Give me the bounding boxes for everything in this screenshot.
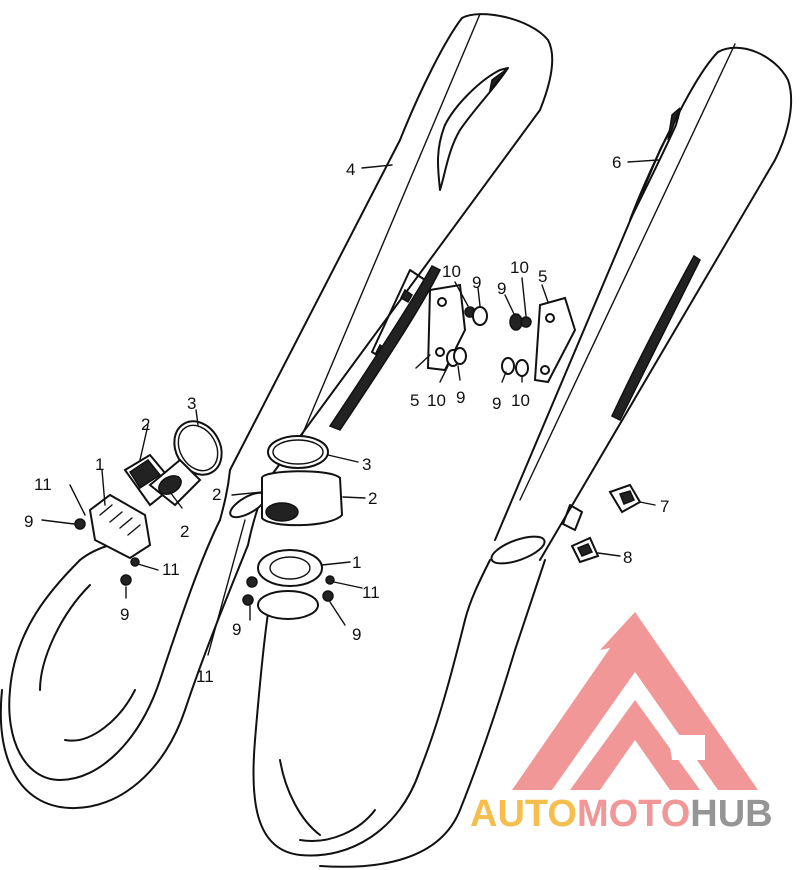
callout-9-right-left: 9 [232,620,241,639]
callout-11-left-top: 11 [34,475,52,494]
callout-labels: 4 6 3 2 2 1 11 9 11 9 11 2 3 2 1 11 9 9 … [24,153,669,686]
mounting-brackets [426,283,577,384]
nut-9-left-b [120,574,132,586]
callout-9-left: 9 [24,512,33,531]
exhaust-flange-right [257,549,323,587]
callout-9-top-left: 9 [472,273,481,292]
callout-10-bottom-left: 10 [427,391,446,410]
nut-9-right-c [322,590,334,602]
nut-9-b [509,313,523,331]
bracket-5-right [533,296,577,384]
washer-10-d [515,359,529,377]
callout-2-left-bottom: 2 [180,522,189,541]
callout-11-pipe: 11 [196,667,214,686]
callout-9-top-right: 9 [497,279,506,298]
callout-9-bottom-right: 9 [492,394,501,413]
callout-11-right: 11 [362,583,380,602]
leader-lines [41,159,659,656]
callout-8: 8 [623,548,632,567]
logo-auto: AUTO [470,793,577,835]
washer-10-b [520,316,532,328]
logo-moto: MOTO [577,793,690,835]
callout-5-left: 5 [410,391,419,410]
callout-10-bottom-right: 10 [511,391,530,410]
callout-9-left-bottom: 9 [120,605,129,624]
nut-9-right-b [242,594,254,606]
washer-11-right [325,575,335,585]
callout-10-top-left: 10 [442,262,461,281]
nut-9-a [472,306,488,326]
logo-text: AUTOMOTOHUB [470,793,773,835]
callout-7: 7 [660,497,669,516]
clip-parts [570,483,642,564]
callout-5-right: 5 [538,267,547,286]
callout-3-right: 3 [362,455,371,474]
callout-2-right-left: 2 [212,485,221,504]
nut-9-c [453,347,467,365]
left-muffler [0,13,554,810]
washer-11-left [130,557,140,567]
nut-9-right-a [246,576,258,588]
gasket-ring-right [267,435,329,469]
callout-2-left-top: 2 [141,415,150,434]
callout-1-left: 1 [95,455,104,474]
nut-9-d [501,357,515,375]
callout-4: 4 [346,160,355,179]
logo-triangle-mark [512,612,758,790]
right-joint-parts [242,435,344,606]
callout-10-top-right: 10 [510,258,529,277]
right-muffler [252,43,793,868]
callout-3-left: 3 [187,394,196,413]
callout-11-left-bottom: 11 [162,560,180,579]
nut-9-left-a [74,518,86,530]
logo-hub: HUB [690,793,772,835]
callout-2-right: 2 [368,489,377,508]
callout-6: 6 [612,153,621,172]
callout-1-right: 1 [352,553,361,572]
callout-9-bottom-left: 9 [456,388,465,407]
callout-9-right: 9 [352,625,361,644]
left-joint-parts [74,420,223,586]
automotohub-logo: AUTOMOTOHUB [470,612,773,835]
